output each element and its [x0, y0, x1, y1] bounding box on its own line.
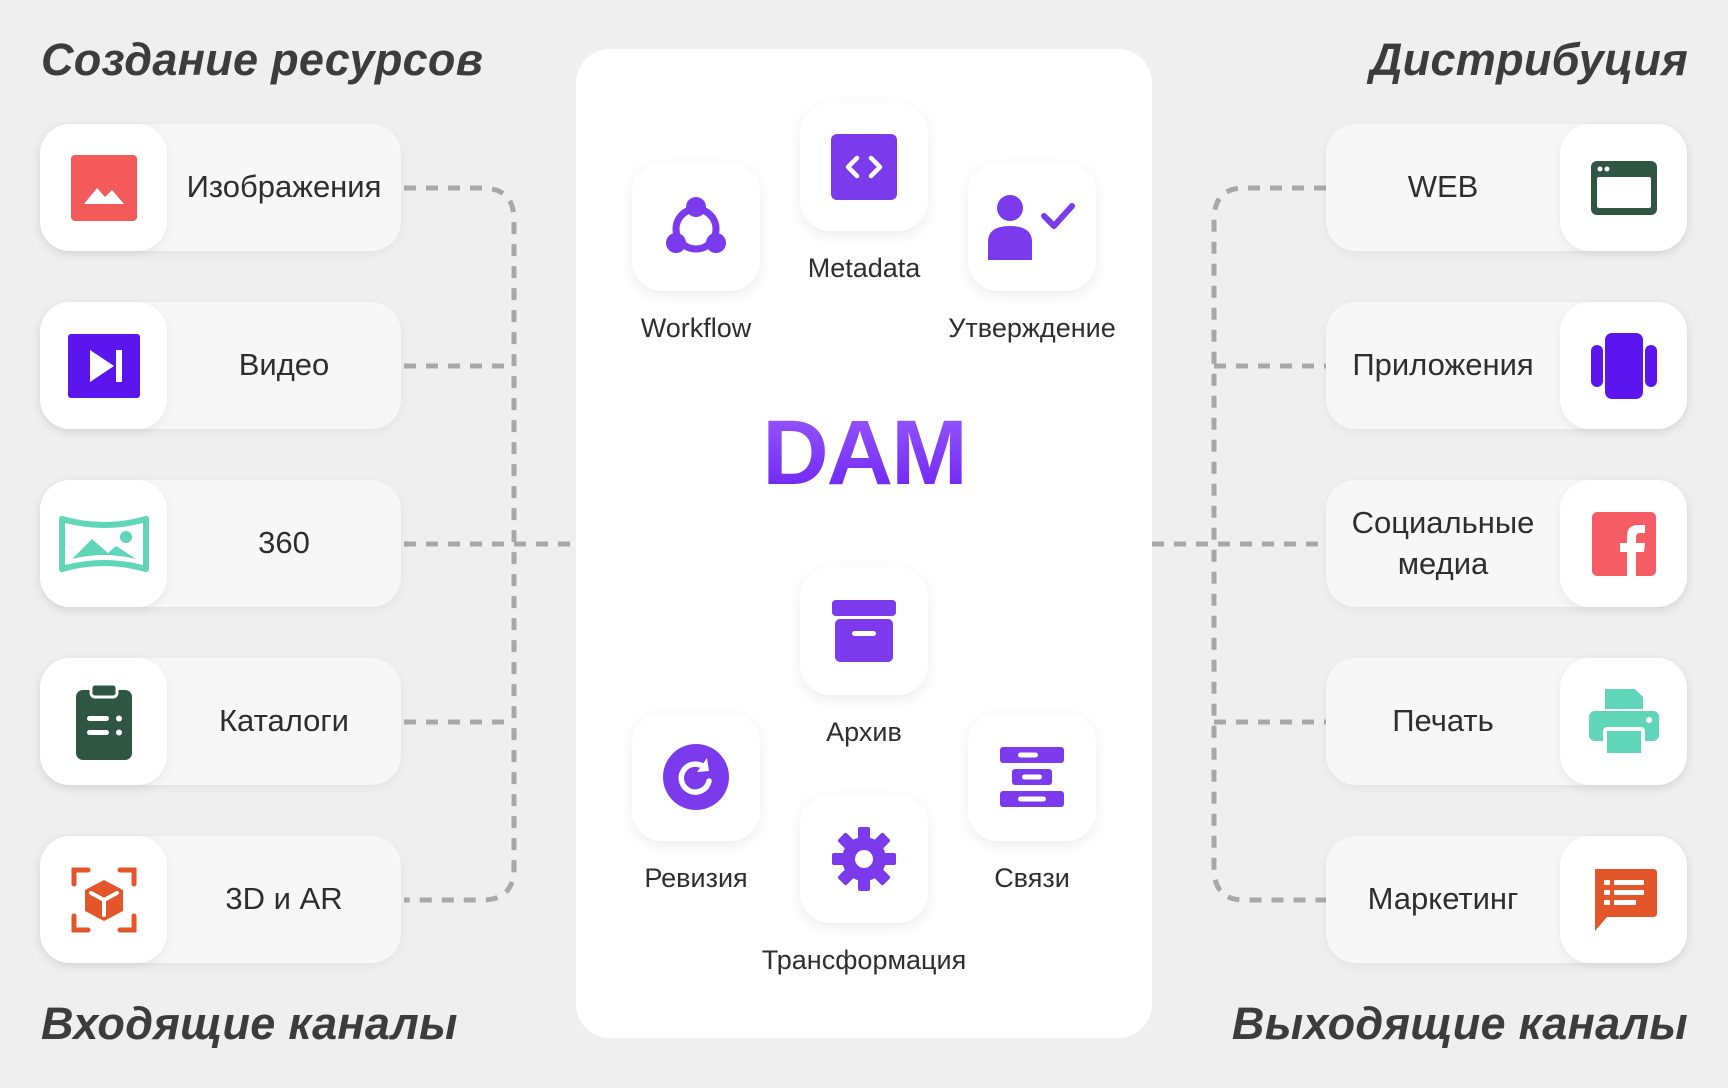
input-catalogs-icon-box — [40, 658, 167, 785]
browser-window-icon — [1590, 160, 1657, 215]
input-video-label: Видео — [238, 347, 330, 383]
output-social-media-label: Социальные медиа — [1351, 505, 1535, 581]
module-metadata[interactable] — [800, 103, 928, 231]
input-images-icon-box — [40, 124, 167, 251]
output-marketing[interactable]: Маркетинг — [1326, 836, 1687, 963]
heading-asset-creation: Создание ресурсов — [41, 34, 484, 85]
module-transformation-label: Трансформация — [761, 945, 967, 975]
dam-title: DAM — [576, 401, 1152, 506]
module-revision[interactable] — [632, 713, 760, 841]
mobile-apps-icon — [1590, 332, 1657, 399]
facebook-icon — [1591, 511, 1656, 576]
heading-outgoing-channels: Выходящие каналы — [1231, 998, 1688, 1049]
input-3d-ar-label: 3D и AR — [225, 881, 343, 917]
cube-ar-icon — [71, 867, 136, 932]
code-icon — [831, 134, 897, 200]
output-apps-label: Приложения — [1352, 347, 1534, 383]
module-relations[interactable] — [968, 713, 1096, 841]
workflow-icon — [666, 197, 726, 253]
heading-distribution: Дистрибуция — [1369, 34, 1688, 85]
gear-icon — [832, 827, 896, 891]
video-icon — [67, 333, 140, 398]
input-images-label: Изображения — [186, 169, 382, 205]
archive-icon — [832, 600, 896, 662]
input-video-icon-box — [40, 302, 167, 429]
heading-incoming-channels: Входящие каналы — [41, 998, 458, 1049]
module-workflow[interactable] — [632, 163, 760, 291]
output-web-icon-box — [1560, 124, 1687, 251]
relations-icon — [1000, 747, 1064, 807]
output-print[interactable]: Печать — [1326, 658, 1687, 785]
output-web[interactable]: WEB — [1326, 124, 1687, 251]
module-revision-label: Ревизия — [644, 863, 748, 893]
input-3d-ar[interactable]: 3D и AR — [40, 836, 401, 963]
dam-panel: Workflow Metadata Утверждение DAM Архив … — [576, 49, 1152, 1038]
input-360-icon-box — [40, 480, 167, 607]
output-marketing-label: Маркетинг — [1367, 881, 1519, 917]
module-archive-label: Архив — [826, 717, 902, 747]
input-catalogs[interactable]: Каталоги — [40, 658, 401, 785]
output-apps-icon-box — [1560, 302, 1687, 429]
clipboard-icon — [75, 683, 132, 760]
output-web-label: WEB — [1407, 169, 1479, 205]
output-apps[interactable]: Приложения — [1326, 302, 1687, 429]
refresh-icon — [663, 744, 729, 810]
module-metadata-label: Metadata — [807, 253, 921, 283]
image-icon — [70, 154, 137, 221]
marketing-chat-icon — [1594, 868, 1657, 931]
input-video[interactable]: Видео — [40, 302, 401, 429]
module-approval[interactable] — [968, 163, 1096, 291]
module-transformation[interactable] — [800, 795, 928, 923]
user-check-icon — [988, 195, 1075, 260]
input-360[interactable]: 360 — [40, 480, 401, 607]
input-360-label: 360 — [258, 525, 310, 561]
module-relations-label: Связи — [994, 863, 1070, 893]
input-3d-ar-icon-box — [40, 836, 167, 963]
output-social-media-icon-box — [1560, 480, 1687, 607]
output-print-icon-box — [1560, 658, 1687, 785]
output-print-label: Печать — [1392, 703, 1494, 739]
input-images[interactable]: Изображения — [40, 124, 401, 251]
output-social-media[interactable]: Социальные медиа — [1326, 480, 1687, 607]
module-workflow-label: Workflow — [640, 313, 752, 343]
input-catalogs-label: Каталоги — [218, 703, 349, 739]
module-approval-label: Утверждение — [948, 313, 1116, 343]
output-marketing-icon-box — [1560, 836, 1687, 963]
panorama-icon — [58, 515, 149, 572]
module-archive[interactable] — [800, 567, 928, 695]
printer-icon — [1588, 688, 1659, 755]
